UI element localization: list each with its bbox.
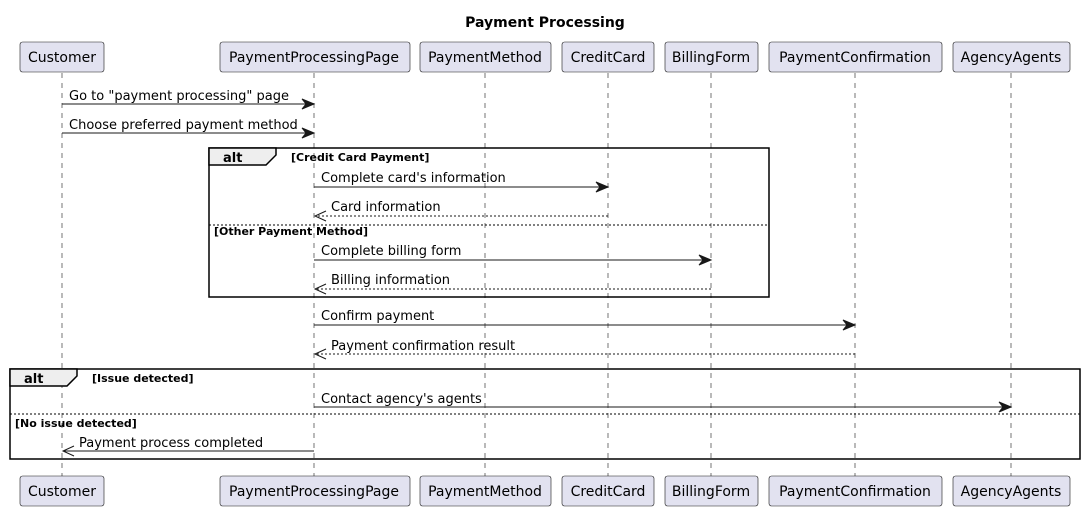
participant-credit-card-bottom[interactable]: CreditCard <box>561 475 655 507</box>
message-label: Go to "payment processing" page <box>69 89 289 104</box>
fragment-guard: [Other Payment Method] <box>214 225 368 238</box>
participant-label: CreditCard <box>571 484 646 500</box>
fragment-tab <box>9 368 78 387</box>
fragment-frame <box>208 147 770 298</box>
fragment-keyword: alt <box>24 372 43 387</box>
arrowhead-icon <box>313 283 327 295</box>
fragment-guard: [Issue detected] <box>92 372 194 385</box>
participants-bottom: Customer PaymentProcessingPage PaymentMe… <box>19 475 1071 507</box>
participant-label: PaymentConfirmation <box>779 50 931 66</box>
message-payment-process-completed: Payment process completed <box>61 436 314 457</box>
participant-label: PaymentMethod <box>428 50 542 66</box>
arrowhead-icon <box>698 254 713 266</box>
message-label: Payment confirmation result <box>331 339 515 354</box>
lifelines <box>61 73 1012 476</box>
participant-payment-processing-page-bottom[interactable]: PaymentProcessingPage <box>219 475 411 507</box>
participant-payment-processing-page-top[interactable]: PaymentProcessingPage <box>219 41 411 73</box>
message-label: Choose preferred payment method <box>69 118 298 133</box>
message-go-to-payment-page: Go to "payment processing" page <box>62 89 316 110</box>
fragment-tab <box>208 147 277 166</box>
participant-label: PaymentProcessingPage <box>229 484 399 500</box>
arrowhead-icon <box>313 348 327 360</box>
participant-label: AgencyAgents <box>961 50 1062 66</box>
alt-fragment-payment-method: alt [Credit Card Payment] [Other Payment… <box>208 147 770 298</box>
participant-label: BillingForm <box>672 50 750 66</box>
message-choose-payment-method: Choose preferred payment method <box>62 118 316 139</box>
arrowhead-icon <box>61 445 75 457</box>
arrowhead-icon <box>595 181 610 193</box>
participant-label: AgencyAgents <box>961 484 1062 500</box>
fragment-guard: [No issue detected] <box>15 417 137 430</box>
message-label: Contact agency's agents <box>321 392 482 407</box>
participant-label: CreditCard <box>571 50 646 66</box>
fragment-keyword: alt <box>223 151 242 166</box>
participant-payment-confirmation-top[interactable]: PaymentConfirmation <box>768 41 943 73</box>
participant-payment-method-bottom[interactable]: PaymentMethod <box>419 475 552 507</box>
participant-agency-agents-bottom[interactable]: AgencyAgents <box>952 475 1071 507</box>
fragment-guard: [Credit Card Payment] <box>291 151 429 164</box>
participant-payment-method-top[interactable]: PaymentMethod <box>419 41 552 73</box>
message-billing-information: Billing information <box>313 273 711 295</box>
arrowhead-icon <box>301 98 316 110</box>
message-confirm-payment: Confirm payment <box>314 309 857 331</box>
arrowhead-icon <box>313 210 327 222</box>
message-label: Complete billing form <box>321 244 461 259</box>
participant-billing-form-bottom[interactable]: BillingForm <box>664 475 759 507</box>
arrowhead-icon <box>301 127 316 139</box>
participant-label: PaymentMethod <box>428 484 542 500</box>
participant-customer-top[interactable]: Customer <box>19 41 105 73</box>
message-label: Complete card's information <box>321 171 506 186</box>
participant-payment-confirmation-bottom[interactable]: PaymentConfirmation <box>768 475 943 507</box>
participant-label: PaymentProcessingPage <box>229 50 399 66</box>
participant-label: BillingForm <box>672 484 750 500</box>
diagram-title: Payment Processing <box>465 15 625 31</box>
message-payment-confirmation-result: Payment confirmation result <box>313 339 855 360</box>
messages: Go to "payment processing" page Choose p… <box>61 89 1013 457</box>
message-label: Billing information <box>331 273 450 288</box>
participant-credit-card-top[interactable]: CreditCard <box>561 41 655 73</box>
participant-billing-form-top[interactable]: BillingForm <box>664 41 759 73</box>
participant-agency-agents-top[interactable]: AgencyAgents <box>952 41 1071 73</box>
alt-fragment-issue: alt [Issue detected] [No issue detected] <box>9 368 1081 460</box>
participants-top: Customer PaymentProcessingPage PaymentMe… <box>19 41 1071 73</box>
message-complete-billing-form: Complete billing form <box>314 244 713 266</box>
participant-customer-bottom[interactable]: Customer <box>19 475 105 507</box>
message-card-information: Card information <box>313 200 608 222</box>
participant-label: Customer <box>28 50 96 66</box>
message-complete-card-info: Complete card's information <box>314 171 610 193</box>
message-label: Card information <box>331 200 441 215</box>
message-label: Payment process completed <box>79 436 263 451</box>
arrowhead-icon <box>998 401 1013 413</box>
message-contact-agents: Contact agency's agents <box>314 392 1013 413</box>
arrowhead-icon <box>842 319 857 331</box>
participant-label: Customer <box>28 484 96 500</box>
participant-label: PaymentConfirmation <box>779 484 931 500</box>
message-label: Confirm payment <box>321 309 434 324</box>
